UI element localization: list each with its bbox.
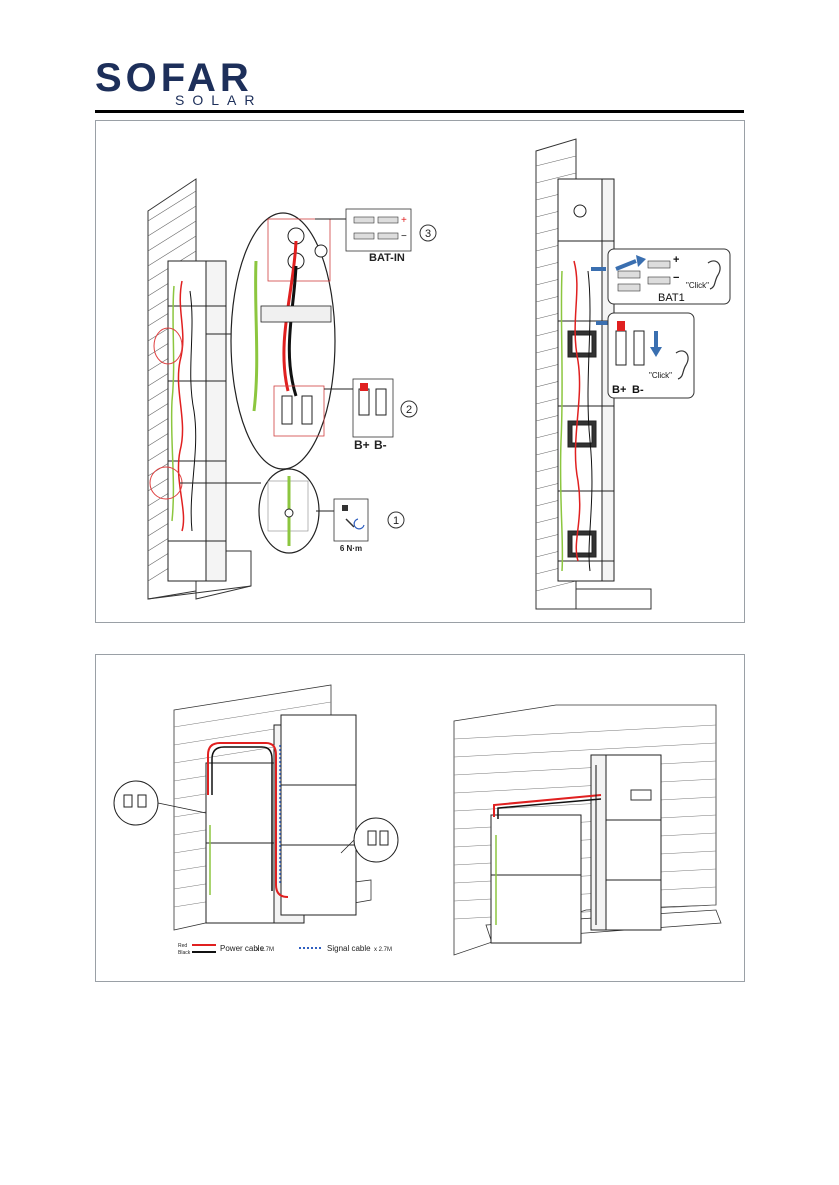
bat1-plus: + bbox=[673, 254, 679, 266]
step-3-number: 3 bbox=[425, 228, 431, 240]
signal-cable-label: Signal cable bbox=[327, 944, 371, 953]
legend-red: Red bbox=[178, 943, 187, 949]
step-2-b-plus: B+ bbox=[354, 438, 370, 452]
header-rule bbox=[95, 110, 744, 113]
bat-in-label: BAT-IN bbox=[369, 252, 405, 264]
click-label-top: "Click" bbox=[686, 281, 709, 290]
right-b-minus: B- bbox=[632, 384, 644, 396]
plus-sign-3: + bbox=[401, 215, 407, 226]
figure-2-illustration: Red Black Power cable x 2.7M Signal cabl… bbox=[96, 655, 744, 981]
bplus-bminus-inset: "Click" B+ B- bbox=[608, 313, 694, 398]
bat1-inset: + − BAT1 "Click" bbox=[608, 249, 730, 304]
power-cable-qty: x 2.7M bbox=[256, 947, 274, 953]
left-battery-stack bbox=[168, 261, 226, 581]
step-1-number: 1 bbox=[393, 515, 399, 527]
detail-oval-lower: 6 N·m 1 bbox=[259, 469, 404, 553]
step-3-inset: + − BAT-IN 3 bbox=[315, 209, 436, 264]
legend-black: Black bbox=[178, 950, 191, 956]
bat1-label: BAT1 bbox=[658, 292, 685, 304]
sofar-solar-logo: SOFAR SOLAR bbox=[95, 58, 275, 108]
cable-legend: Red Black Power cable x 2.7M Signal cabl… bbox=[178, 943, 392, 956]
detail-oval-upper bbox=[231, 213, 335, 469]
step-2-inset: B+ B- 2 bbox=[324, 379, 417, 452]
battery-cabling-figure-2: Red Black Power cable x 2.7M Signal cabl… bbox=[95, 654, 745, 982]
step-2-b-minus: B- bbox=[374, 438, 387, 452]
signal-cable-qty: x 2.7M bbox=[374, 947, 392, 953]
click-label-bottom: "Click" bbox=[649, 371, 672, 380]
left-detail-circle bbox=[114, 781, 158, 825]
right-b-plus: B+ bbox=[612, 384, 626, 396]
step-2-number: 2 bbox=[406, 404, 412, 416]
battery-cabling-figure-1: + − BAT-IN 3 B+ B- 2 bbox=[95, 120, 745, 623]
figure-1-illustration: + − BAT-IN 3 B+ B- 2 bbox=[96, 121, 744, 622]
bat1-minus: − bbox=[673, 272, 679, 284]
step-1-torque: 6 N·m bbox=[340, 544, 362, 553]
minus-sign-3: − bbox=[401, 231, 407, 242]
right-battery-tower bbox=[558, 179, 614, 581]
logo-subtitle: SOLAR bbox=[175, 92, 262, 108]
